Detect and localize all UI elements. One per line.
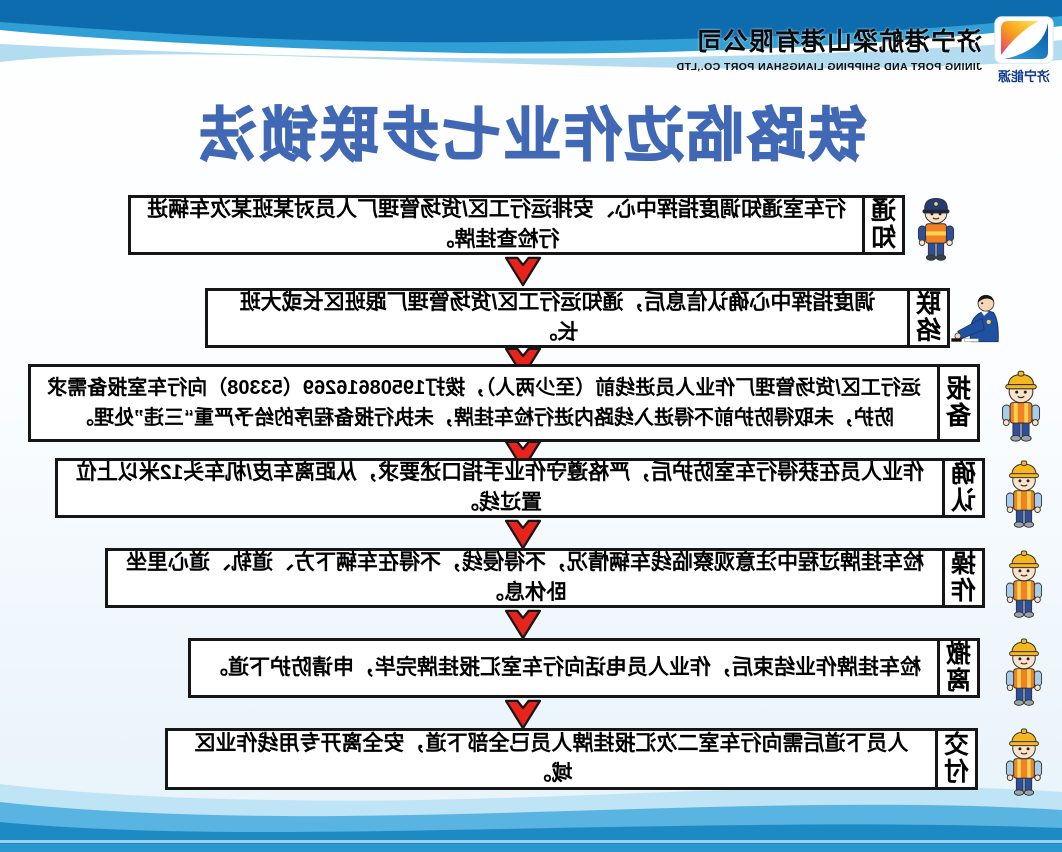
- step-box-7: 交付 人员下道后需向行车室二次汇报挂牌人员已全部下道，安全离开专用线作业区域。: [165, 728, 978, 790]
- step-label-5: 操作: [942, 550, 982, 605]
- step-box-6: 撤离 检车挂牌作业结束后，作业人员电话向行车室汇报挂牌完毕，申请防护下道。: [188, 638, 980, 698]
- hardhat-worker-icon: [998, 724, 1050, 798]
- step-text-5: 检车挂牌过程中注意观察临线车辆情况，不得侵线，不得在车辆下方、道轨、道心里坐卧休…: [126, 550, 924, 604]
- down-arrow-icon: [501, 609, 545, 641]
- step-text-2: 调度指挥中心确认信息后，通知运行工区/货场管理厂跟班区长或大班长。: [239, 290, 876, 344]
- step-box-4: 确认 作业人员在获得行车室防护后，严格遵守作业手指口述要求，从距离车皮/机车头1…: [55, 458, 985, 518]
- bottom-wave-band: [0, 784, 1062, 852]
- company-name-en: JINING PORT AND SHIPPING LIANGSHAN PORT …: [676, 61, 982, 73]
- step-box-3: 报备 运行工区/货场管理厂作业人员进线前（至少两人），拨打19508616269…: [28, 364, 980, 442]
- company-logo-icon: [994, 16, 1054, 64]
- down-arrow-icon: [501, 256, 545, 288]
- down-arrow-icon: [501, 699, 545, 731]
- poster-title: 铁路临边作业七步联锁法: [195, 102, 868, 169]
- step-label-2: 联络: [907, 290, 947, 345]
- hardhat-worker-icon: [998, 634, 1050, 708]
- step-label-7: 交付: [935, 731, 975, 787]
- dispatcher-at-desk-icon: [950, 292, 1020, 350]
- step-box-2: 联络 调度指挥中心确认信息后，通知运行工区/货场管理厂跟班区长或大班长。: [205, 288, 950, 348]
- logo-caption: 济宁能源: [998, 69, 1051, 84]
- step-text-7: 人员下道后需向行车室二次汇报挂牌人员已全部下道，安全离开专用线作业区域。: [194, 731, 909, 785]
- hardhat-worker-icon: [998, 456, 1050, 530]
- step-label-6: 撤离: [937, 640, 977, 695]
- down-arrow-icon: [501, 519, 545, 551]
- company-name-cn: 济宁港航梁山港有限公司: [695, 28, 982, 56]
- step-box-1: 通知 行车室通知调度指挥中心、安排运行工区/货场管理厂人员对某班某次车辆进行检查…: [128, 195, 905, 255]
- hardhat-worker-icon: [994, 366, 1048, 444]
- step-text-3: 运行工区/货场管理厂作业人员进线前（至少两人），拨打19508616269（53…: [47, 377, 921, 429]
- step-label-4: 确认: [942, 460, 982, 515]
- step-box-5: 操作 检车挂牌过程中注意观察临线车辆情况，不得侵线，不得在车辆下方、道轨、道心里…: [105, 548, 985, 608]
- company-header: 济宁港航梁山港有限公司 JINING PORT AND SHIPPING LIA…: [676, 22, 982, 73]
- station-attendant-icon: [910, 189, 962, 263]
- step-text-6: 检车挂牌作业结束后，作业人员电话向行车室汇报挂牌完毕，申请防护下道。: [207, 655, 921, 679]
- hardhat-worker-icon: [998, 546, 1050, 620]
- step-text-1: 行车室通知调度指挥中心、安排运行工区/货场管理厂人员对某班某次车辆进行检查挂牌。: [147, 197, 846, 251]
- step-label-3: 报备: [937, 367, 977, 439]
- top-wave-band: [0, 0, 1062, 69]
- step-text-4: 作业人员在获得行车室防护后，严格遵守作业手指口述要求，从距离车皮/机车头12米以…: [75, 460, 925, 514]
- step-label-1: 通知: [862, 197, 902, 252]
